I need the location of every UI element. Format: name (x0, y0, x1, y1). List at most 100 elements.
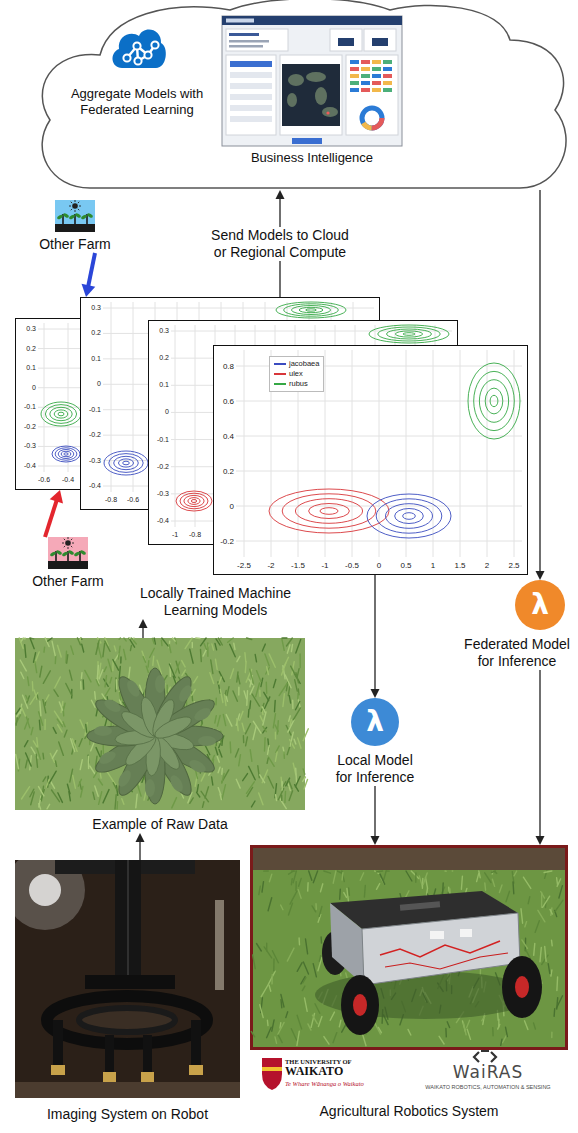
grass-blade (70, 769, 73, 782)
grass-blade (499, 885, 502, 893)
grass-blade (386, 870, 389, 871)
photo-node: Imaging System on Robot (15, 860, 240, 1123)
screen-row (230, 105, 272, 111)
grass-blade (122, 799, 124, 805)
farm-leaf (80, 214, 87, 220)
grass-blade (295, 680, 298, 691)
grass-blade (265, 697, 270, 708)
density-contour (284, 304, 339, 316)
grass-blade (230, 669, 233, 679)
grass-blade (281, 782, 283, 790)
legend-text: rubus (289, 379, 308, 389)
grass-blade (31, 792, 35, 805)
grass-blade (79, 739, 82, 747)
density-contour (378, 327, 440, 341)
grass-blade (48, 638, 52, 641)
grass-blade (45, 638, 49, 647)
grass-blade (312, 906, 316, 912)
grass-blade (281, 795, 282, 800)
tick-label: -2 (259, 561, 283, 570)
grass-blade (66, 684, 72, 696)
grass-blade (107, 772, 115, 784)
arrow-head (276, 190, 285, 199)
grass-blade (26, 696, 29, 704)
grass-blade (205, 745, 210, 755)
grass-blade (43, 777, 46, 782)
grass-blade (120, 692, 121, 699)
screen-cell (383, 67, 392, 71)
connector (136, 833, 145, 860)
screen-panel (226, 55, 276, 135)
screen-cell (372, 74, 381, 78)
grass-blade (25, 645, 26, 658)
grass-blade (115, 795, 116, 809)
grass-blade (201, 772, 205, 781)
grass-blade (43, 700, 46, 713)
screen-header (222, 16, 402, 25)
grass-blade (58, 645, 62, 657)
farm-leaf (68, 214, 75, 220)
grass-blade (143, 657, 145, 663)
grass-blade (44, 720, 46, 730)
density-contour (295, 499, 362, 524)
density-contour (61, 451, 71, 456)
density-contour (395, 331, 422, 337)
grass-blade (298, 890, 301, 899)
plot-legend: jacobaeaulexrubus (269, 356, 324, 392)
grass-blade (342, 1024, 347, 1032)
arrow-head (536, 571, 545, 580)
connector-line (374, 575, 375, 691)
grass-blade (80, 760, 82, 770)
screen-cell (350, 67, 359, 71)
grass-blade (485, 873, 491, 883)
tick-label: 0.1 (150, 381, 169, 389)
grass-blade (93, 792, 95, 799)
grass-blade (303, 978, 306, 983)
grass-blade (261, 985, 268, 997)
grass-blade (215, 747, 217, 755)
wairas-icon (474, 1051, 496, 1062)
arrow-head (136, 833, 145, 842)
grass-blade (543, 896, 550, 907)
grass-blade (380, 874, 385, 884)
grass-blade (58, 725, 63, 732)
screen-stat (330, 29, 362, 51)
density-contour (320, 508, 338, 515)
grass-ground (15, 638, 305, 810)
grass-blade (220, 637, 222, 639)
density-contour (306, 309, 317, 311)
grass-blade (235, 749, 238, 757)
grass-blade (238, 687, 239, 695)
screen-button (292, 138, 322, 144)
tick-label: 0 (215, 502, 234, 511)
grass-blade (282, 663, 286, 675)
grass-blade (99, 792, 102, 805)
grid-line (195, 325, 196, 527)
grass-blade (498, 1019, 500, 1027)
grass-blade (313, 964, 316, 977)
density-contour (386, 504, 433, 529)
grass-blade (162, 638, 168, 646)
grass-blade (293, 871, 296, 883)
farm-icon-node: Other Farm (35, 200, 115, 253)
screen-stat-value (372, 38, 388, 46)
grass-blade (113, 783, 117, 791)
tick-label: 0.6 (215, 397, 234, 406)
tick-label: -1 (163, 531, 187, 539)
grass-blade (551, 970, 552, 976)
grid-line (406, 350, 407, 557)
grass-blade (103, 790, 109, 803)
grass-blade (555, 900, 563, 912)
grass-blade (110, 678, 112, 684)
farm-soil (48, 561, 88, 569)
grass-blade (99, 670, 103, 679)
grass-blade (192, 643, 193, 648)
ring-inner (79, 1008, 175, 1032)
grass-blade (205, 787, 209, 798)
grass-blade (294, 739, 296, 744)
farm-sky (55, 200, 95, 232)
grass-blade (259, 793, 263, 805)
grass-blade (528, 897, 530, 904)
grass-blade (291, 666, 297, 677)
